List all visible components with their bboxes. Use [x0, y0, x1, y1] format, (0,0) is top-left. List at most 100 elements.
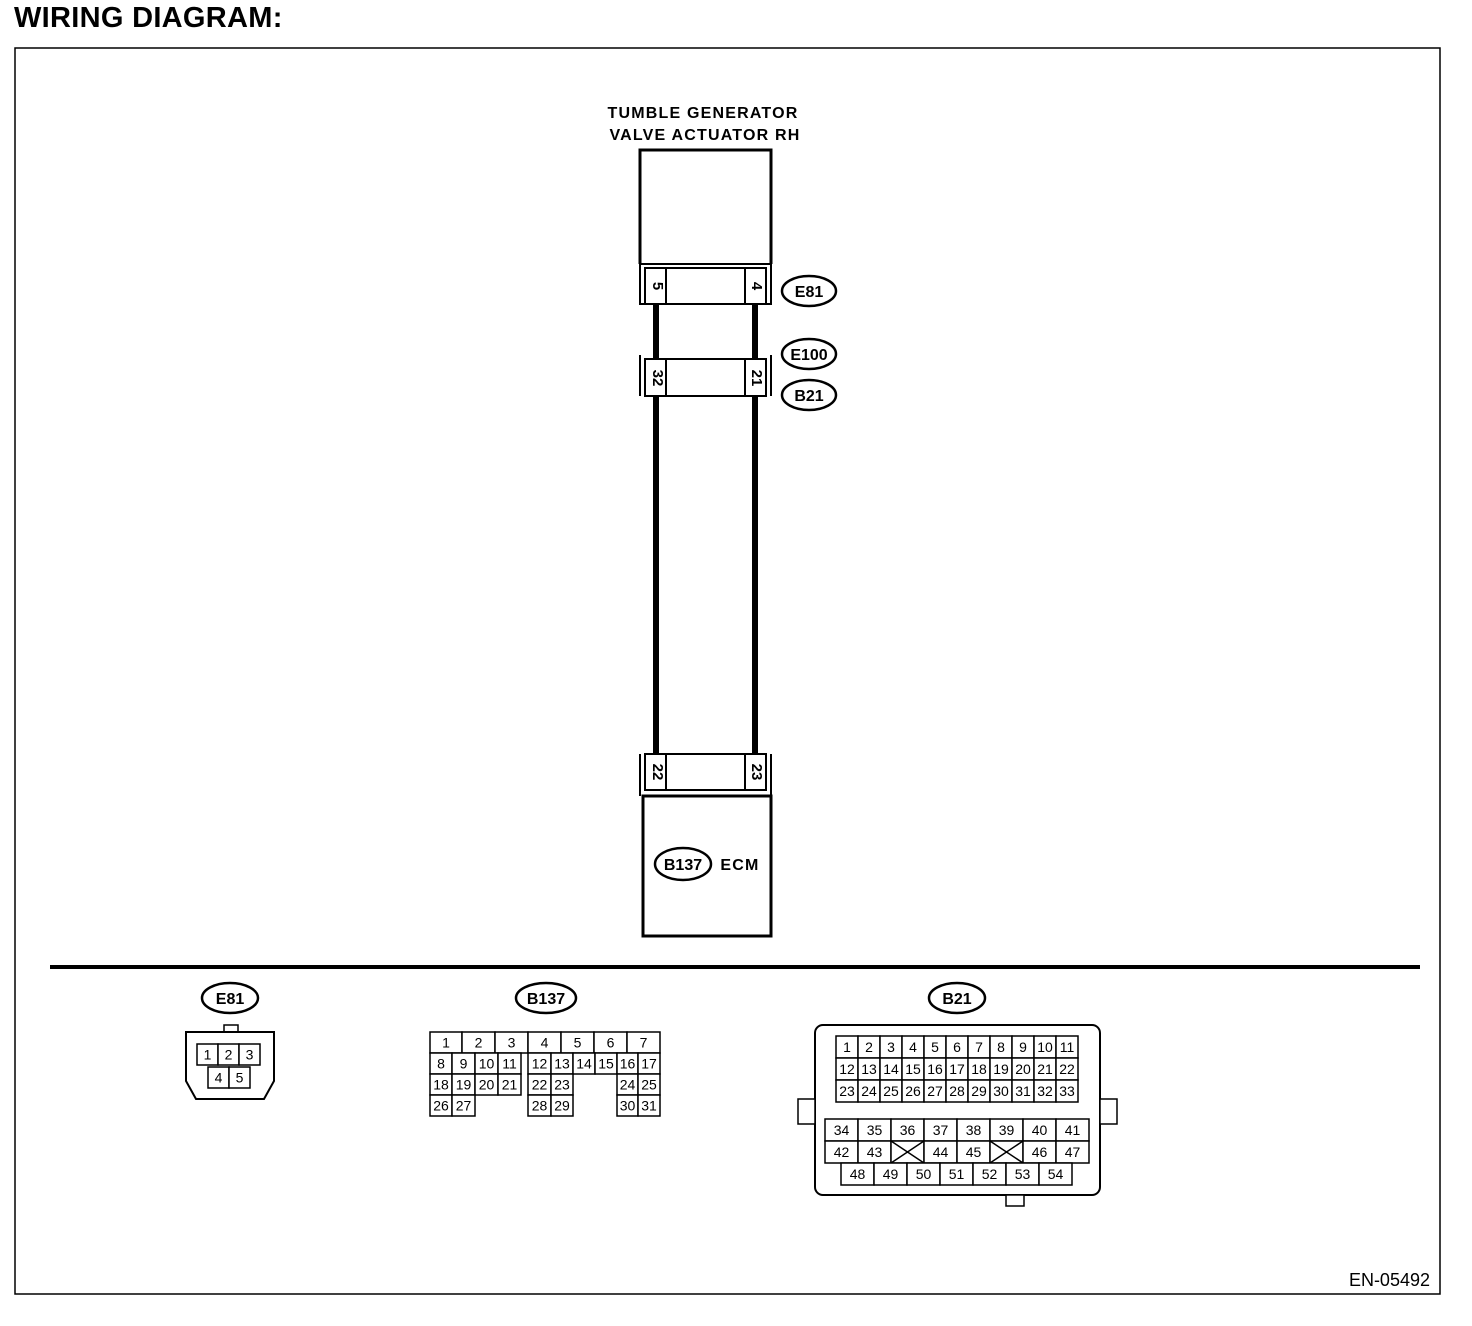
pin-cell: 9 [451, 1052, 476, 1075]
pin-number: 5 [574, 1035, 582, 1051]
connector-b137 [639, 753, 772, 796]
e81-pin-5: 5 [649, 282, 666, 290]
pin-cell: 11 [497, 1052, 522, 1075]
pin-number: 14 [576, 1056, 592, 1072]
e81-tag-oval [780, 274, 838, 308]
pin-cell: 14 [879, 1057, 903, 1081]
pin-number: 11 [1060, 1039, 1075, 1055]
pin-cell: 41 [1055, 1118, 1090, 1142]
pin-number: 27 [927, 1083, 943, 1099]
pin-number: 16 [620, 1056, 636, 1072]
pin-number: 43 [867, 1144, 883, 1160]
blocked-pin-cell [890, 1140, 925, 1164]
ecm-box [641, 794, 773, 938]
face-b21-tag: B21 [942, 991, 971, 1008]
pin-number: 4 [541, 1035, 549, 1051]
pin-cell: 3 [238, 1043, 261, 1066]
pin-cell: 54 [1038, 1162, 1073, 1186]
pin-number: 12 [532, 1056, 548, 1072]
pin-number: 46 [1032, 1144, 1048, 1160]
pin-cell: 49 [873, 1162, 908, 1186]
pin-number: 1 [442, 1035, 450, 1051]
pin-number: 49 [883, 1166, 899, 1182]
pin-cell: 37 [923, 1118, 958, 1142]
pin-number: 18 [433, 1077, 449, 1093]
pin-cell: 16 [923, 1057, 947, 1081]
pin-cell: 21 [1033, 1057, 1057, 1081]
pin-cell: 5 [923, 1035, 947, 1059]
e100-pin-21: 21 [748, 370, 765, 387]
pin-number: 9 [1019, 1039, 1027, 1055]
pin-number: 22 [1059, 1061, 1075, 1077]
pin-cell: 4 [901, 1035, 925, 1059]
pin-number: 5 [236, 1070, 244, 1086]
diagram-heading: WIRING DIAGRAM: [14, 2, 283, 34]
pin-number: 9 [460, 1056, 468, 1072]
actuator-label-line1: TUMBLE GENERATOR [607, 105, 798, 122]
pin-number: 23 [839, 1083, 855, 1099]
pin-number: 10 [1037, 1039, 1053, 1055]
pin-cell: 21 [497, 1073, 522, 1096]
pin-number: 31 [1015, 1083, 1031, 1099]
face-b21-tag-oval [927, 981, 987, 1015]
pin-cell: 28 [945, 1079, 969, 1103]
pin-number: 25 [883, 1083, 899, 1099]
b21-tag-oval [780, 378, 838, 412]
pin-cell: 23 [550, 1073, 574, 1096]
diagram-code: EN-05492 [1349, 1270, 1430, 1290]
connector-e81 [639, 263, 772, 305]
pin-cell: 3 [879, 1035, 903, 1059]
pin-number: 48 [850, 1166, 866, 1182]
b21-tag: B21 [794, 388, 823, 405]
pin-cell: 1 [429, 1031, 463, 1054]
pin-cell: 36 [890, 1118, 925, 1142]
pin-number: 25 [641, 1077, 657, 1093]
pin-number: 41 [1065, 1122, 1081, 1138]
blocked-pin-cell [989, 1140, 1024, 1164]
pin-number: 11 [502, 1056, 517, 1072]
pin-number: 23 [554, 1077, 570, 1093]
pin-cell: 13 [857, 1057, 881, 1081]
pin-cell: 1 [196, 1043, 219, 1066]
pin-cell: 35 [857, 1118, 892, 1142]
pin-cell: 25 [637, 1073, 661, 1096]
pin-cell: 22 [527, 1073, 552, 1096]
e81-pin-4: 4 [748, 282, 765, 291]
pin-cell: 5 [560, 1031, 595, 1054]
face-e81-tag: E81 [216, 991, 245, 1008]
pin-cell: 27 [923, 1079, 947, 1103]
pin-cell: 9 [1011, 1035, 1035, 1059]
pin-cell: 18 [967, 1057, 991, 1081]
pin-cell: 31 [637, 1094, 661, 1117]
pin-cell: 26 [429, 1094, 453, 1117]
pin-number: 29 [554, 1098, 570, 1114]
pin-number: 14 [883, 1061, 899, 1077]
pin-number: 26 [433, 1098, 449, 1114]
pin-number: 52 [982, 1166, 998, 1182]
e100-tag: E100 [790, 347, 827, 364]
pin-number: 19 [456, 1077, 472, 1093]
pin-cell: 20 [1011, 1057, 1035, 1081]
pin-number: 36 [900, 1122, 916, 1138]
ecm-connector-tag-oval [653, 846, 713, 882]
pin-number: 30 [993, 1083, 1009, 1099]
pin-number: 38 [966, 1122, 982, 1138]
face-b137-tag: B137 [527, 991, 565, 1008]
pin-cell: 26 [901, 1079, 925, 1103]
pin-number: 1 [843, 1039, 851, 1055]
diagram-frame [14, 47, 1441, 1295]
pin-number: 24 [861, 1083, 877, 1099]
pin-number: 33 [1059, 1083, 1075, 1099]
pin-cell: 47 [1055, 1140, 1090, 1164]
pin-cell: 6 [945, 1035, 969, 1059]
pin-cell: 16 [616, 1052, 639, 1075]
pin-cell: 44 [923, 1140, 958, 1164]
pin-cell: 24 [616, 1073, 639, 1096]
pin-cell: 8 [989, 1035, 1013, 1059]
pin-cell: 11 [1055, 1035, 1079, 1059]
pin-cell: 2 [461, 1031, 496, 1054]
pin-cell: 2 [217, 1043, 240, 1066]
pin-number: 16 [927, 1061, 943, 1077]
pin-cell: 5 [228, 1066, 251, 1089]
pin-number: 4 [909, 1039, 917, 1055]
